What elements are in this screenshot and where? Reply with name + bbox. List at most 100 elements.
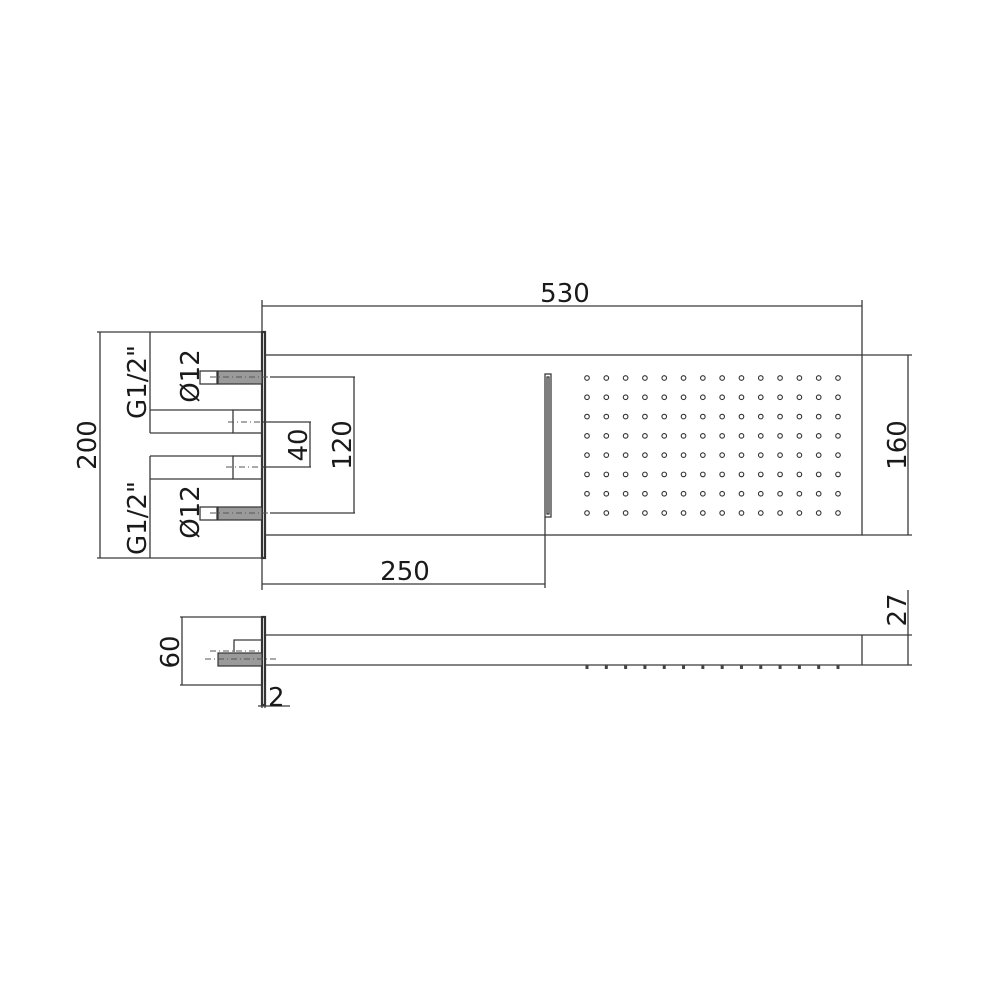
nozzle-tip — [720, 665, 724, 669]
nozzle — [796, 375, 803, 381]
nozzle — [757, 452, 764, 458]
nozzle-tip — [604, 665, 608, 669]
nozzle — [661, 471, 668, 478]
nozzle-tip — [739, 665, 743, 669]
nozzle — [622, 433, 629, 439]
nozzle — [815, 413, 822, 420]
nozzle — [622, 394, 629, 401]
nozzle — [815, 433, 822, 439]
nozzle — [757, 510, 764, 516]
nozzle — [680, 413, 687, 420]
nozzle — [603, 471, 610, 478]
nozzle — [642, 510, 648, 516]
nozzle — [815, 490, 822, 497]
nozzle — [757, 413, 764, 420]
nozzle — [835, 394, 841, 401]
nozzle — [796, 510, 803, 516]
nozzle — [661, 490, 668, 497]
nozzle — [603, 375, 610, 381]
dim-40-label: 40 — [284, 428, 314, 461]
nozzle — [584, 490, 590, 497]
nozzle — [719, 375, 726, 381]
nozzle — [642, 413, 648, 420]
nozzle — [835, 452, 841, 458]
nozzle — [796, 413, 803, 420]
nozzle-grid — [584, 375, 841, 516]
nozzle — [777, 433, 783, 439]
nozzle — [603, 413, 610, 420]
nozzle — [603, 452, 610, 458]
nozzle — [622, 413, 629, 420]
nozzle — [622, 452, 629, 458]
nozzle — [622, 471, 629, 478]
nozzle — [738, 433, 745, 439]
nozzle — [835, 433, 841, 439]
nozzle — [622, 490, 629, 497]
nozzle — [777, 452, 783, 458]
nozzle — [661, 510, 668, 516]
nozzle — [642, 490, 648, 497]
nozzle — [642, 433, 648, 439]
nozzle — [699, 510, 706, 516]
nozzle — [777, 471, 783, 478]
nozzle — [699, 413, 706, 420]
nozzle — [699, 394, 706, 401]
nozzle-tip — [797, 665, 801, 669]
nozzle — [777, 375, 783, 381]
nozzle — [661, 413, 668, 420]
thread-bottom-label: G1/2" — [123, 481, 153, 555]
dim-530-label: 530 — [540, 279, 590, 309]
nozzle — [719, 471, 726, 478]
nozzle — [699, 375, 706, 381]
nozzle — [661, 375, 668, 381]
top-view — [97, 300, 912, 590]
nozzle — [603, 490, 610, 497]
dim-250-label: 250 — [380, 557, 430, 587]
nozzle — [699, 452, 706, 458]
nozzle — [661, 433, 668, 439]
nozzle — [699, 490, 706, 497]
nozzle — [642, 394, 648, 401]
nozzle — [835, 413, 841, 420]
nozzle — [680, 375, 687, 381]
nozzle — [738, 510, 745, 516]
nozzle — [796, 433, 803, 439]
nozzle — [719, 413, 726, 420]
nozzle — [757, 471, 764, 478]
nozzle — [584, 394, 590, 401]
nozzle — [584, 413, 590, 420]
nozzle — [661, 394, 668, 401]
waterfall-slot — [544, 373, 552, 518]
nozzle-tip — [778, 665, 782, 669]
nozzle — [719, 510, 726, 516]
nozzle-tip — [643, 665, 647, 669]
nozzle — [584, 452, 590, 458]
nozzle — [719, 452, 726, 458]
nozzle — [777, 510, 783, 516]
nozzle — [757, 490, 764, 497]
diameter-top-label: Ø12 — [176, 349, 206, 403]
nozzle — [835, 375, 841, 381]
nozzle — [757, 394, 764, 401]
nozzle — [642, 375, 648, 381]
nozzle — [796, 452, 803, 458]
nozzle-tip — [759, 665, 763, 669]
nozzle — [757, 433, 764, 439]
nozzle — [680, 490, 687, 497]
nozzle — [815, 471, 822, 478]
nozzle-tip — [836, 665, 840, 669]
dim-60-label: 60 — [156, 635, 186, 668]
nozzle — [815, 375, 822, 381]
nozzle-tip — [624, 665, 628, 669]
nozzle — [738, 452, 745, 458]
nozzle — [622, 375, 629, 381]
nozzle — [584, 471, 590, 478]
shower-panel — [264, 354, 863, 536]
nozzle — [835, 490, 841, 497]
dim-27-label: 27 — [883, 593, 913, 626]
nozzle — [777, 394, 783, 401]
nozzle-profile — [585, 665, 840, 669]
nozzle — [584, 375, 590, 381]
nozzle — [642, 471, 648, 478]
